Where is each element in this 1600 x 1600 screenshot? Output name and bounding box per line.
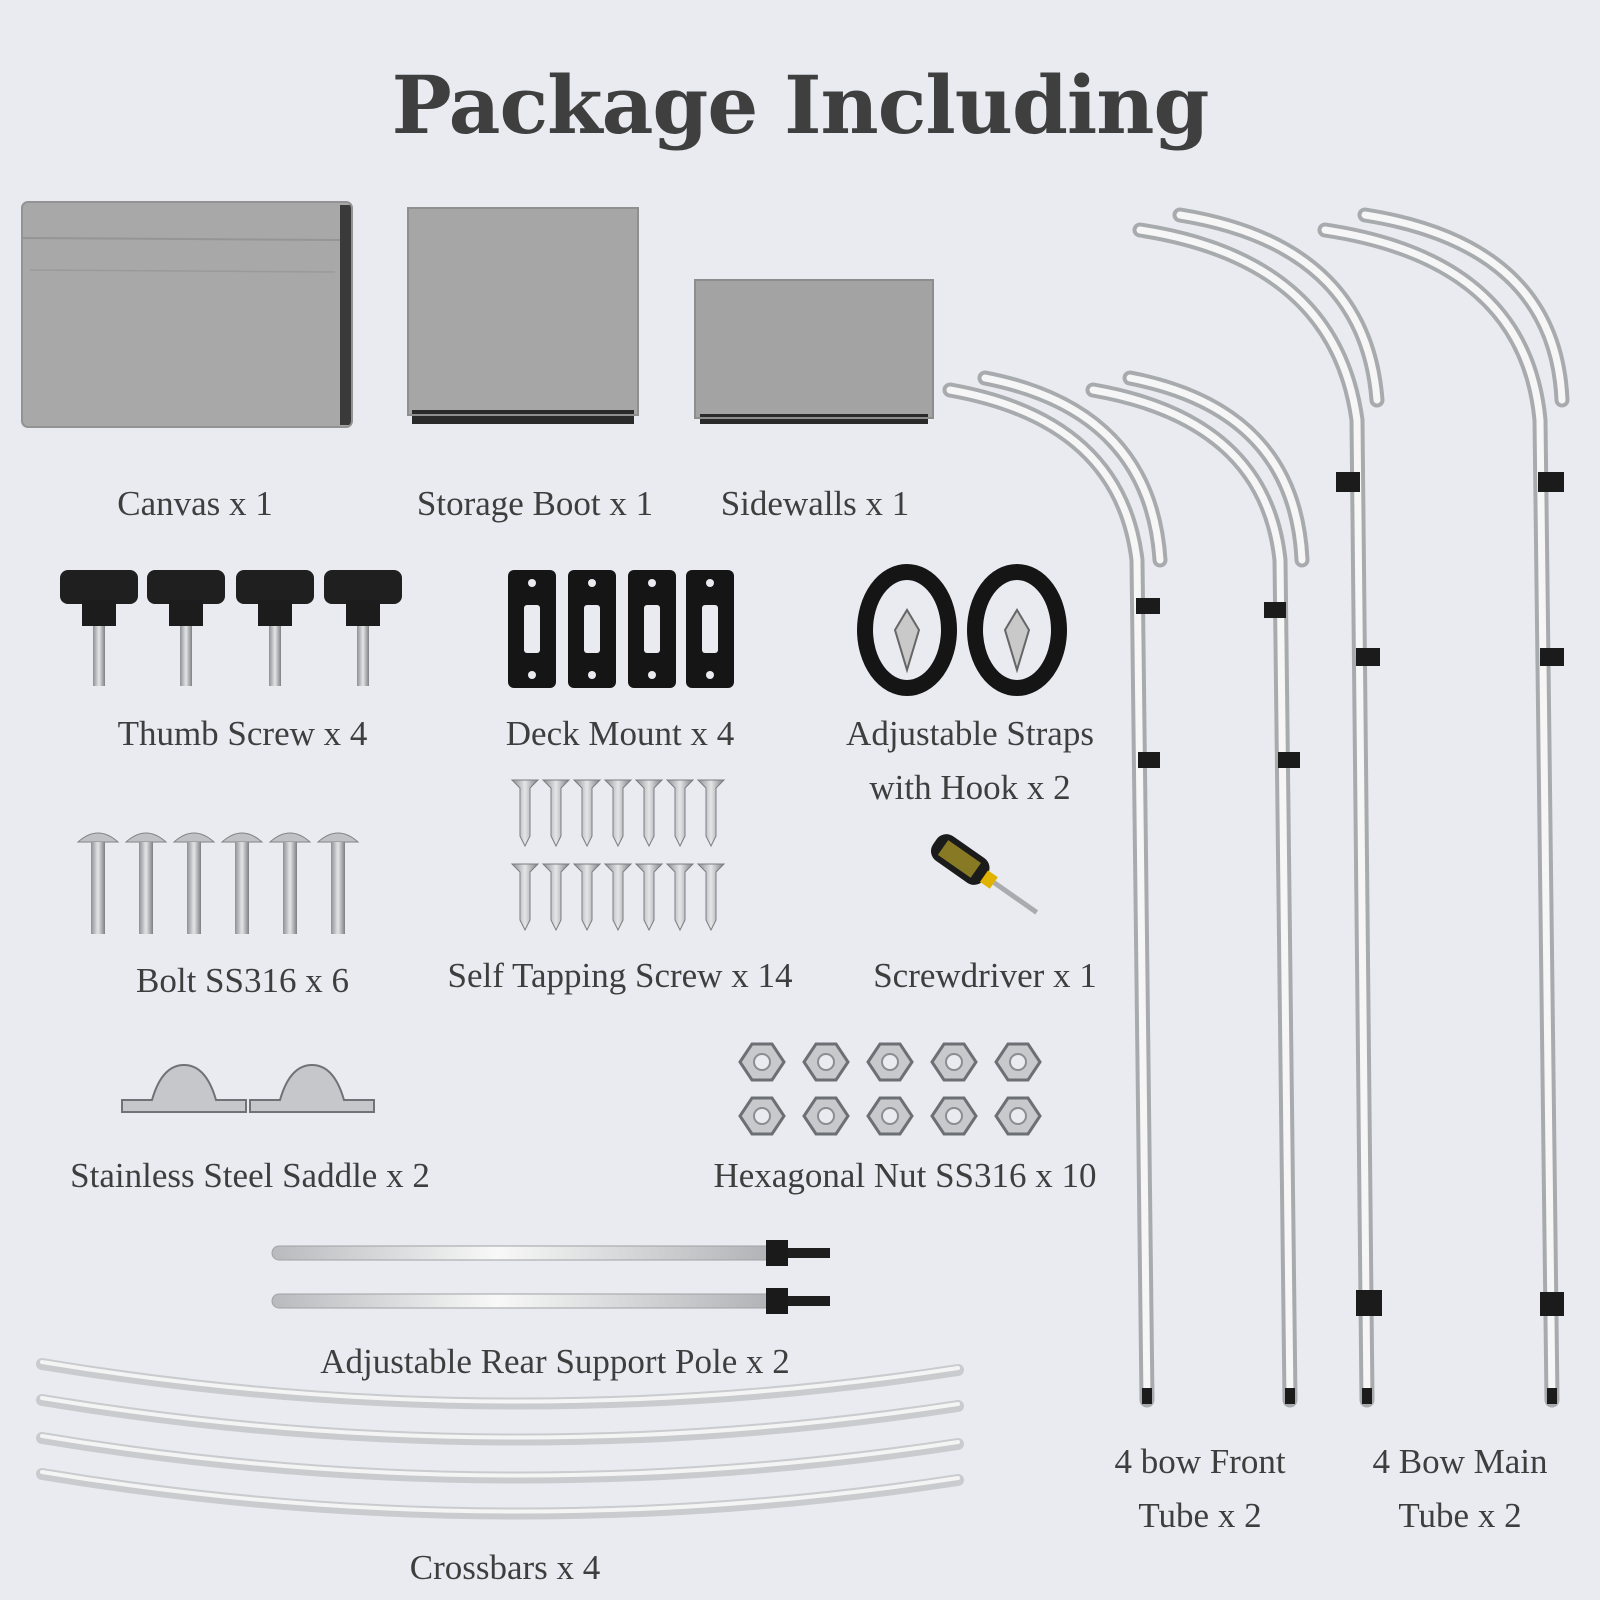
front-tubes-image	[942, 370, 1310, 1408]
crossbars-label: Crossbars x 4	[409, 1548, 601, 1587]
main-tube-label-line2: Tube x 2	[1398, 1496, 1522, 1535]
saddles-image	[121, 1063, 375, 1113]
rear-support-pole-label: Adjustable Rear Support Pole x 2	[320, 1342, 790, 1381]
storage-boot-image	[407, 207, 639, 424]
straps-image	[857, 564, 1067, 696]
hex-nut-label: Hexagonal Nut SS316 x 10	[713, 1156, 1097, 1195]
thumb-screw-label: Thumb Screw x 4	[117, 714, 368, 753]
self-tapping-screw-label: Self Tapping Screw x 14	[447, 956, 793, 995]
front-tube-label-line1: 4 bow Front	[1114, 1442, 1286, 1481]
straps-label-line1: Adjustable Straps	[846, 714, 1094, 753]
deck-mounts-image	[508, 570, 734, 688]
saddle-label: Stainless Steel Saddle x 2	[70, 1156, 430, 1195]
front-tube-label-line2: Tube x 2	[1138, 1496, 1262, 1535]
bolt-label: Bolt SS316 x 6	[136, 961, 349, 1000]
rear-support-poles-image	[271, 1240, 830, 1314]
canvas-image	[21, 201, 353, 428]
storage-boot-label: Storage Boot x 1	[416, 484, 654, 523]
canvas-label: Canvas x 1	[117, 484, 273, 523]
page-title: Package Including	[391, 58, 1210, 152]
sidewalls-label: Sidewalls x 1	[720, 484, 910, 523]
main-tubes-image	[1132, 207, 1570, 1408]
bolts-image	[76, 832, 360, 934]
straps-label-line2: with Hook x 2	[869, 768, 1071, 807]
main-tube-label-line1: 4 Bow Main	[1372, 1442, 1548, 1481]
screwdriver-label: Screwdriver x 1	[873, 956, 1097, 995]
sidewalls-image	[694, 279, 934, 424]
deck-mount-label: Deck Mount x 4	[505, 714, 735, 753]
thumb-screws-image	[60, 570, 402, 686]
self-tapping-screws-image	[510, 779, 726, 932]
screwdriver-image	[930, 834, 1039, 915]
